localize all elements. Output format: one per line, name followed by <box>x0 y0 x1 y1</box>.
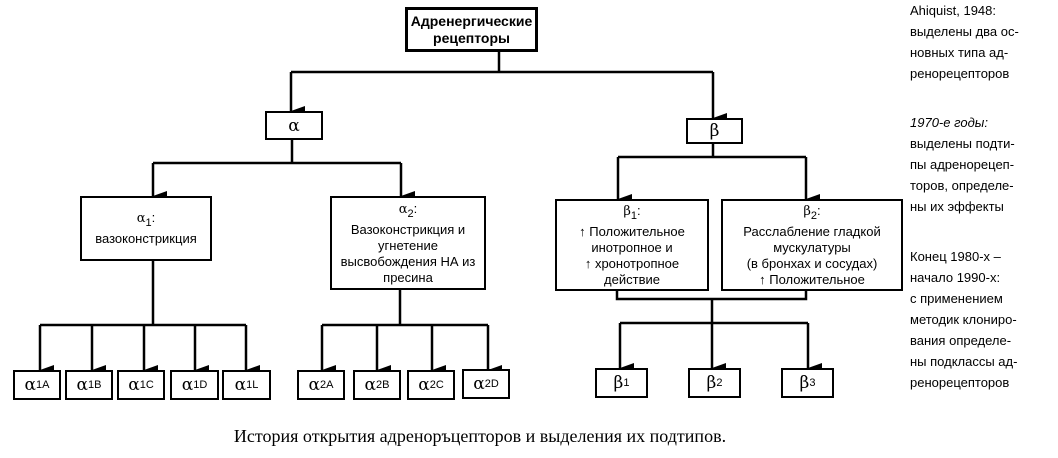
history-note-1980s-1990s: Конец 1980-х – начало 1990-х: с применен… <box>910 246 1058 393</box>
beta1-node: β1: ↑ Положительное инотропное и ↑ хроно… <box>555 199 709 291</box>
root-node: Адренергические рецепторы <box>405 7 538 52</box>
beta2-effect-line: Расслабление гладкой <box>743 223 881 239</box>
history-note-1948: Ahiquist, 1948: выделены два ос- новных … <box>910 0 1058 84</box>
alpha2-node: α2: Вазоконстрикция и угнетение высвобож… <box>330 196 486 290</box>
root-label-line2: рецепторы <box>433 29 510 46</box>
beta1-effect-line: ↑ хронотропное <box>584 255 680 271</box>
figure-caption: История открытия адреноръцепторов и выде… <box>233 426 727 446</box>
beta1-effect-line: действие <box>604 271 660 287</box>
note-heading: 1970-е годы: <box>910 115 988 130</box>
beta1-effect-line: инотропное и <box>591 239 673 255</box>
alpha-node: α <box>265 111 323 140</box>
beta2-heading: β2: <box>803 202 821 222</box>
note-heading: Конец 1980-х – <box>910 249 1001 264</box>
alpha2-effect-line: пресина <box>383 269 433 285</box>
beta-node: β <box>686 118 743 144</box>
alpha2-heading: α2: <box>398 200 418 220</box>
beta-symbol: β <box>709 121 720 141</box>
beta2-node: β2: Расслабление гладкой мускулатуры (в … <box>721 199 903 291</box>
alpha1-effect: вазоконстрикция <box>95 231 197 246</box>
history-note-1970s: 1970-е годы: выделены подти- пы адреноре… <box>910 112 1058 217</box>
beta2-effect-line: мускулатуры <box>773 239 851 255</box>
alpha1-node: α1: вазоконстрикция <box>80 196 212 261</box>
alpha2-effect-line: высвобождения НА из <box>340 253 476 269</box>
beta-merge <box>615 290 808 301</box>
beta1-heading: β1: <box>623 202 641 222</box>
alpha1-heading: α1: <box>136 210 156 229</box>
beta2-effect-line: (в бронхах и сосудах) <box>746 255 878 271</box>
beta2-effect-line: ↑ Положительное <box>759 271 865 287</box>
alpha2-effect-line: угнетение <box>378 237 438 253</box>
root-label-line1: Адренергические <box>410 12 533 29</box>
beta1-effect-line: ↑ Положительное <box>579 223 685 239</box>
note-heading: Ahiquist, 1948: <box>910 3 997 18</box>
alpha2-effect-line: Вазоконстрикция и <box>350 221 466 237</box>
alpha-symbol: α <box>288 115 300 136</box>
